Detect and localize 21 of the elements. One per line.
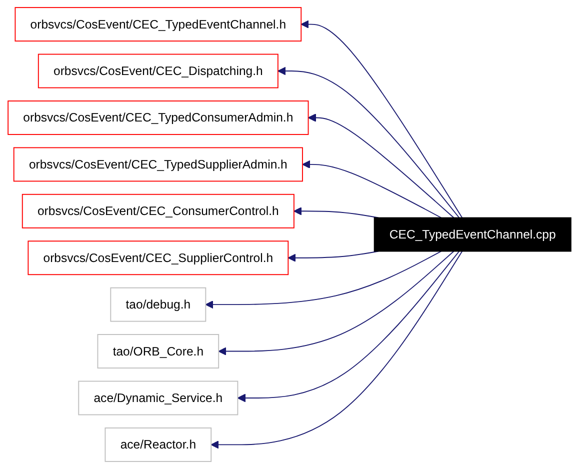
node-box: orbsvcs/CosEvent/CEC_TypedSupplierAdmin.h bbox=[13, 147, 303, 182]
node-box: tao/ORB_Core.h bbox=[97, 334, 220, 368]
node-box: orbsvcs/CosEvent/CEC_TypedConsumerAdmin.h bbox=[8, 100, 309, 135]
node-box: orbsvcs/CosEvent/CEC_SupplierControl.h bbox=[28, 240, 289, 276]
node-box: ace/Dynamic_Service.h bbox=[78, 380, 238, 416]
arrow bbox=[205, 250, 442, 309]
node-box: orbsvcs/CosEvent/CEC_ConsumerControl.h bbox=[22, 194, 294, 228]
arrow bbox=[210, 250, 463, 449]
arrow bbox=[300, 20, 463, 218]
node-box: orbsvcs/CosEvent/CEC_TypedEventChannel.h bbox=[14, 7, 302, 42]
arrow bbox=[302, 160, 442, 218]
node-box: orbsvcs/CosEvent/CEC_Dispatching.h bbox=[38, 54, 278, 88]
arrow bbox=[218, 250, 454, 356]
arrow bbox=[237, 250, 460, 402]
arrow bbox=[294, 207, 379, 218]
node-box: tao/debug.h bbox=[110, 287, 206, 322]
arrow bbox=[278, 66, 460, 218]
node-box: CEC_TypedEventChannel.cpp bbox=[374, 217, 572, 252]
arrow bbox=[288, 250, 379, 262]
arrow bbox=[308, 114, 454, 218]
node-box: ace/Reactor.h bbox=[104, 427, 212, 462]
